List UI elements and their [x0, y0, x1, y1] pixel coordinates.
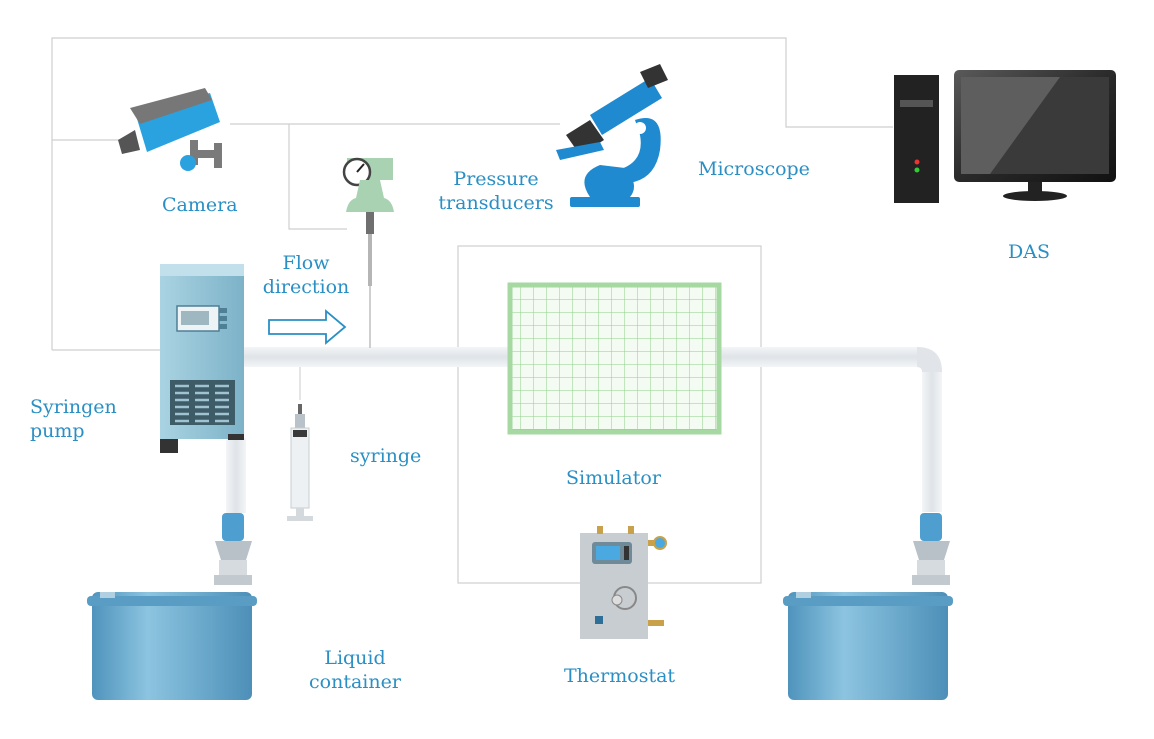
syringe-pump-icon [160, 264, 244, 453]
pump-label-line2: pump [30, 420, 85, 442]
flow-label-line2: direction [262, 276, 350, 298]
signal-wires [51, 37, 893, 351]
flow-arrow-icon [268, 309, 347, 345]
liquid-container-icon [87, 513, 257, 700]
flow-direction-label: Flow direction [248, 251, 364, 299]
simulator-grid-icon [507, 282, 722, 435]
pressure-label-line1: Pressure [453, 168, 539, 190]
simulator-label: Simulator [566, 467, 661, 489]
liquid-container-label: Liquid container [290, 646, 420, 694]
thermostat-label: Thermostat [564, 665, 676, 687]
main-pipe [226, 285, 942, 513]
liquid-label-line1: Liquid [324, 647, 386, 669]
computer-icon [894, 70, 1116, 203]
flow-label-line1: Flow [282, 252, 330, 274]
microscope-icon [556, 64, 668, 207]
syringe-pump-label: Syringen pump [30, 395, 117, 443]
syringe-icon [287, 404, 313, 521]
pump-label-line1: Syringen [30, 396, 117, 418]
pressure-gauge-icon [342, 157, 394, 286]
pressure-label-line2: transducers [438, 192, 554, 214]
pressure-transducers-label: Pressure transducers [426, 167, 566, 215]
microscope-label: Microscope [698, 158, 810, 180]
liquid-label-line2: container [309, 671, 401, 693]
syringe-label: syringe [350, 445, 422, 467]
thermostat-icon [580, 526, 667, 639]
das-label: DAS [1008, 241, 1050, 263]
liquid-container-icon [783, 513, 953, 700]
camera-icon [118, 88, 222, 171]
camera-label: Camera [162, 194, 238, 216]
